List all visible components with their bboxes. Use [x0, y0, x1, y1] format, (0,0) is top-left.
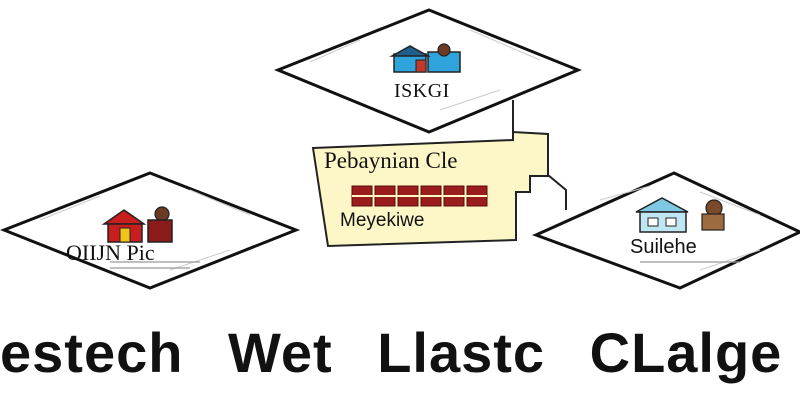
- top-node-label: ISKGI: [394, 80, 450, 102]
- right-node-label: Suilehe: [630, 236, 697, 258]
- center-card-bar: [351, 185, 488, 207]
- left-node: [0, 171, 301, 290]
- caption-word: estech: [0, 321, 184, 384]
- connectors: [512, 100, 567, 210]
- right-node: [532, 171, 800, 290]
- left-node-label: OIIJN Pic: [66, 240, 155, 265]
- house-icon: [101, 206, 173, 243]
- caption-word: Wet: [228, 321, 333, 384]
- house-icon: [389, 43, 461, 73]
- center-card-subtitle: Meyekiwe: [340, 210, 425, 231]
- caption-word: Llastc: [377, 321, 546, 384]
- center-card: [311, 130, 549, 248]
- caption: estech Wet Llastc CLalge: [0, 320, 800, 385]
- connector-right: [547, 174, 567, 210]
- center-card-title: Pebaynian Cle: [324, 148, 458, 173]
- top-node: [273, 8, 582, 134]
- house-icon: [635, 197, 725, 233]
- caption-word: CLalge: [589, 321, 783, 384]
